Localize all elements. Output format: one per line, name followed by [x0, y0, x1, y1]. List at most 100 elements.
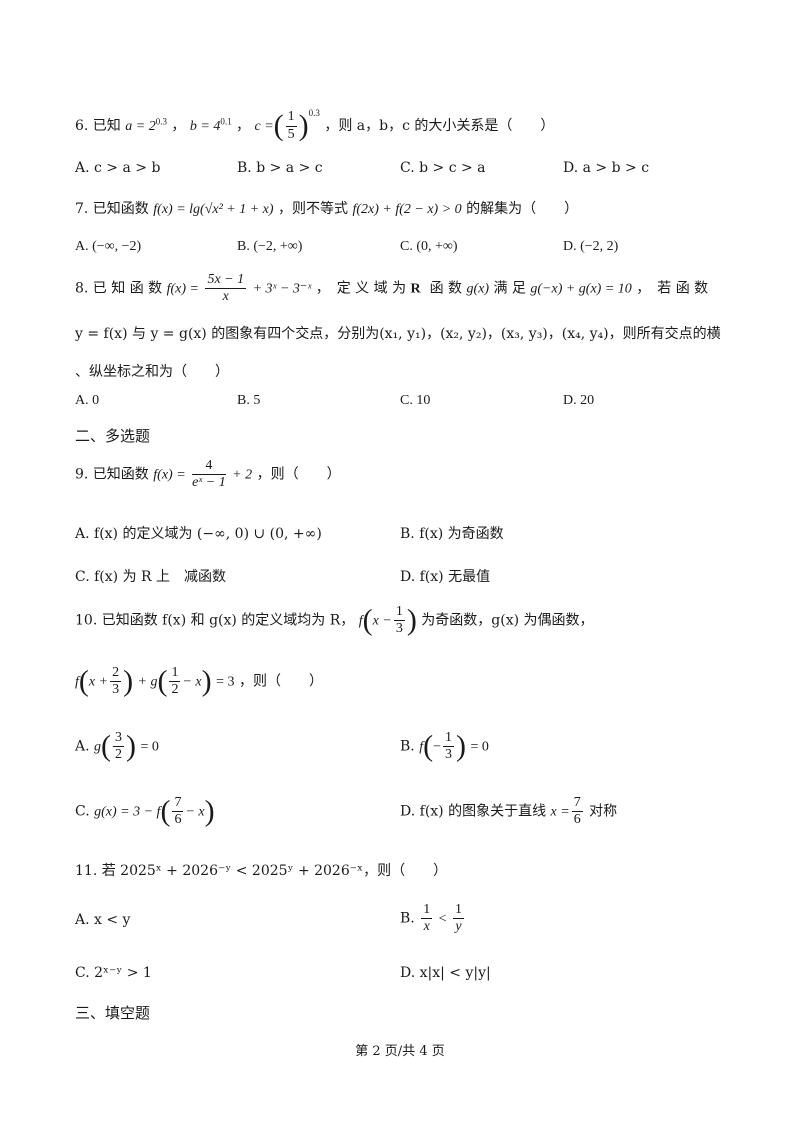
q8-satisfy: 满 足: [493, 280, 526, 297]
q11-option-a: A. x < y: [75, 912, 131, 928]
q8-option-b: B. 5: [237, 393, 261, 408]
q10-line2-arg: x +: [88, 674, 109, 690]
page-footer: 第 2 页/共 4 页: [355, 1044, 445, 1059]
q8-prefix: 8. 已 知 函 数: [75, 280, 163, 297]
q10-line1-suffix: 为奇函数，g(x) 为偶函数，: [421, 612, 594, 629]
q7-option-d: D. (−2, 2): [563, 239, 619, 254]
q9-option-b: B. f(x) 为奇函数: [400, 526, 504, 542]
q10-line2-plus-g: + g: [137, 674, 158, 690]
q7-suffix: 的解集为（ ）: [466, 201, 579, 217]
q9-option-c: C. f(x) 为 R 上 减函数: [75, 569, 227, 585]
q10-line1-f: f: [358, 613, 363, 629]
q9-f-right: + 2: [232, 467, 253, 483]
q8-option-c: C. 10: [400, 393, 431, 408]
q7-option-b: B. (−2, +∞): [237, 239, 303, 254]
q10-line2-eq: = 3: [216, 674, 235, 690]
q10-option-a-label: A.: [75, 738, 90, 755]
q10-option-d-suffix: 对称: [589, 803, 618, 820]
q6-option-a: A. c > a > b: [75, 160, 161, 176]
q6-option-c: C. b > c > a: [400, 160, 486, 176]
q10-option-a-eq: = 0: [140, 739, 159, 755]
q9-option-d: D. f(x) 无最值: [400, 569, 491, 585]
q6-c-exp: 0.3: [308, 108, 320, 118]
q6-b-exp: 0.1: [220, 116, 232, 127]
q7-ineq: f(2x) + f(2 − x) > 0: [352, 202, 462, 217]
q8-option-d: D. 20: [563, 393, 595, 408]
q8-domain-text: ， 定 义 域 为: [315, 280, 407, 297]
q10-option-d-label: D.: [400, 803, 416, 820]
q10-line2-suffix: ，则（ ）: [238, 673, 323, 690]
q7-mid: ，则不等式: [278, 201, 349, 217]
q7-option-c: C. (0, +∞): [400, 239, 458, 254]
q10-option-b-label: B.: [400, 738, 415, 755]
q10-option-b-eq: = 0: [470, 739, 489, 755]
q10-line1-arg: x −: [372, 613, 392, 629]
q6-a-exp: 0.3: [155, 116, 167, 127]
q7-stem: 7. 已知函数 f(x) = lg(√x² + 1 + x) ，则不等式 f(2…: [75, 198, 578, 218]
q11-option-b-lt: <: [438, 911, 447, 927]
q6-option-b: B. b > a > c: [237, 160, 323, 176]
q7-func: f(x) = lg(√x² + 1 + x): [153, 202, 274, 217]
q8-option-a: A. 0: [75, 393, 100, 408]
q8-line3: 、纵坐标之和为（ ）: [75, 364, 229, 380]
q6-b-def: b = 4: [189, 119, 221, 134]
section-fill-in-blank: 三、填空题: [75, 1004, 151, 1022]
q10-option-d-text: f(x) 的图象关于直线: [419, 803, 547, 820]
q8-f-right: + 3ˣ − 3⁻ˣ: [252, 281, 312, 297]
q10-line2-arg2: − x: [182, 674, 202, 690]
q8-cond: g(−x) + g(x) = 10: [530, 281, 632, 297]
q10-option-a-g: g: [94, 739, 102, 755]
q9-f-left: f(x) =: [153, 467, 186, 483]
q10-option-c-label: C.: [75, 803, 90, 820]
q9-option-a: A. f(x) 的定义域为 (−∞, 0) ∪ (0, +∞): [75, 526, 322, 542]
q10-option-b-minus: −: [433, 739, 441, 755]
q8-f-left: f(x) =: [166, 281, 199, 297]
q9-suffix: ，则（ ）: [256, 466, 341, 483]
q6-c-def: c =: [254, 119, 274, 134]
q11-option-b-label: B.: [400, 910, 415, 927]
q6-prefix: 6. 已知: [75, 118, 121, 134]
q6-a-def: a = 2: [125, 119, 156, 134]
q10-line2-f: f: [75, 674, 79, 690]
q8-line2: y = f(x) 与 y = g(x) 的图象有四个交点，分别为(x₁, y₁)…: [75, 326, 721, 342]
q10-option-d-x: x =: [550, 804, 570, 820]
q11-option-d: D. x|x| < y|y|: [400, 965, 491, 981]
q7-option-a: A. (−∞, −2): [75, 239, 142, 254]
q8-gx: g(x): [466, 281, 490, 297]
q6-option-d: D. a > b > c: [563, 160, 650, 176]
q6-sep1: ，: [171, 118, 186, 134]
q10-option-c-arg: − x: [185, 804, 205, 820]
section-multiple-choice: 二、多选题: [75, 427, 151, 445]
q6-sep2: ，: [236, 118, 251, 134]
q11-option-c: C. 2ˣ⁻ʸ > 1: [75, 965, 152, 981]
q11-stem: 11. 若 2025ˣ + 2026⁻ʸ < 2025ʸ + 2026⁻ˣ，则（…: [75, 863, 448, 879]
q10-option-c-left: g(x) = 3 − f: [94, 804, 161, 820]
q6-suffix: ，则 a，b，c 的大小关系是（ ）: [324, 118, 555, 134]
q10-option-b-f: f: [419, 739, 424, 755]
q8-tail1: ， 若 函 数: [636, 280, 709, 297]
q8-domain-r: R: [410, 281, 421, 297]
q9-prefix: 9. 已知函数: [75, 466, 149, 483]
q7-prefix: 7. 已知函数: [75, 201, 149, 217]
q10-line1-prefix: 10. 已知函数 f(x) 和 g(x) 的定义域均为 R，: [75, 612, 355, 629]
